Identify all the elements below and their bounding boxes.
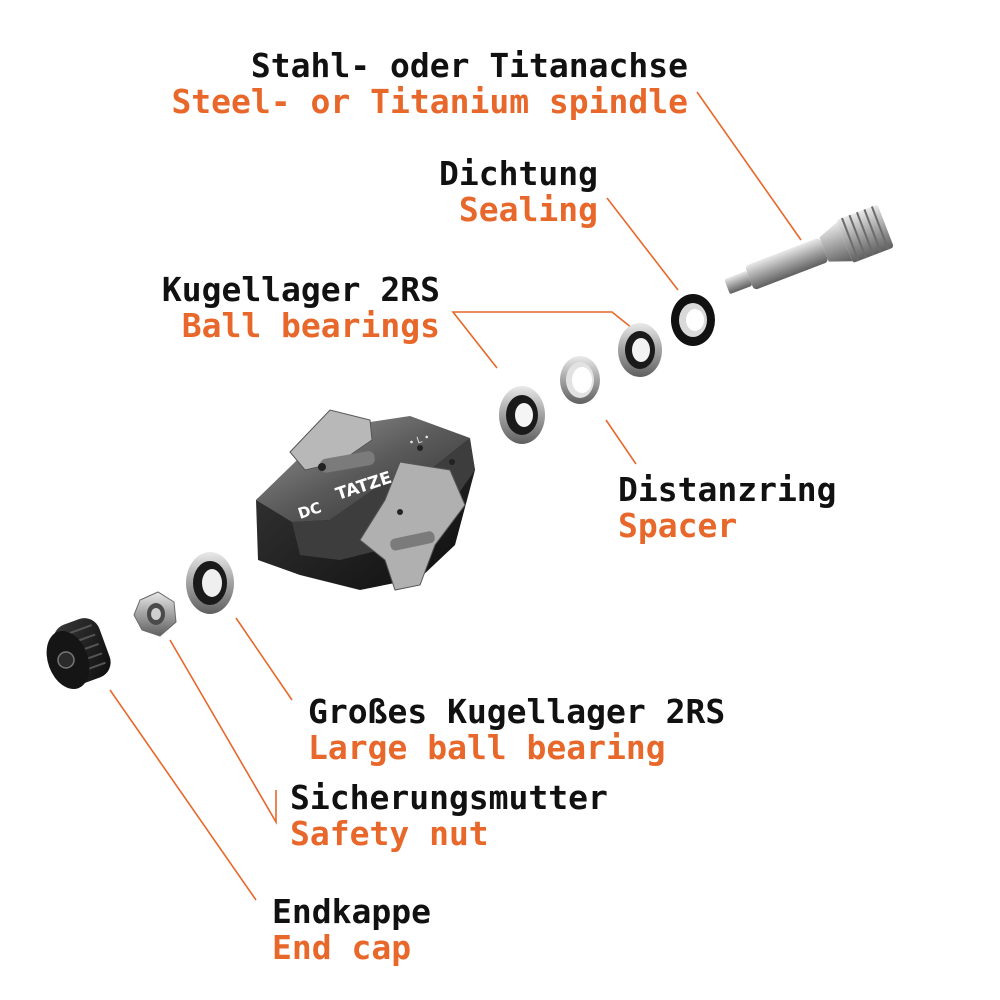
label-safety-nut: Sicherungsmutter Safety nut	[290, 780, 608, 852]
label-spacer: Distanzring Spacer	[618, 472, 837, 544]
label-spindle: Stahl- oder Titanachse Steel- or Titaniu…	[171, 48, 688, 120]
leader-spacer	[605, 419, 637, 465]
safety-nut-part	[133, 591, 177, 637]
leader-lines	[109, 91, 802, 901]
label-large-bearing: Großes Kugellager 2RS Large ball bearing	[308, 694, 725, 766]
pedal-body-part: DC TATZE • L •	[256, 409, 475, 591]
sealing-part	[671, 294, 715, 346]
spacer-part	[560, 356, 600, 404]
label-large-bearing-en: Large ball bearing	[308, 728, 666, 767]
label-large-bearing-de: Großes Kugellager 2RS	[308, 692, 726, 731]
end-cap-part	[46, 618, 111, 690]
leader-end-cap	[109, 689, 257, 901]
label-ball-bearings: Kugellager 2RS Ball bearings	[162, 272, 440, 344]
label-safety-nut-en: Safety nut	[290, 814, 489, 853]
label-sealing-de: Dichtung	[439, 154, 598, 193]
label-spindle-en: Steel- or Titanium spindle	[171, 82, 688, 121]
label-ball-bearings-en: Ball bearings	[181, 306, 440, 345]
leader-safety-nut	[169, 639, 277, 825]
label-safety-nut-de: Sicherungsmutter	[290, 778, 608, 817]
large-ball-bearing-part	[186, 552, 234, 614]
leader-sealing	[606, 197, 679, 291]
leader-spindle	[696, 91, 802, 241]
ball-bearing-1-part	[618, 323, 662, 377]
leader-large-bearing	[235, 617, 293, 701]
label-spacer-de: Distanzring	[618, 470, 837, 509]
label-end-cap-de: Endkappe	[272, 892, 431, 931]
label-sealing: Dichtung Sealing	[439, 156, 598, 228]
spindle-part	[724, 205, 894, 294]
label-spacer-en: Spacer	[618, 506, 738, 545]
label-end-cap-en: End cap	[272, 928, 412, 967]
label-end-cap: Endkappe End cap	[272, 894, 431, 966]
leader-ball-bearings	[451, 311, 633, 369]
label-sealing-en: Sealing	[458, 190, 598, 229]
ball-bearing-2-part	[499, 386, 545, 444]
label-ball-bearings-de: Kugellager 2RS	[161, 270, 440, 309]
label-spindle-de: Stahl- oder Titanachse	[250, 46, 688, 85]
